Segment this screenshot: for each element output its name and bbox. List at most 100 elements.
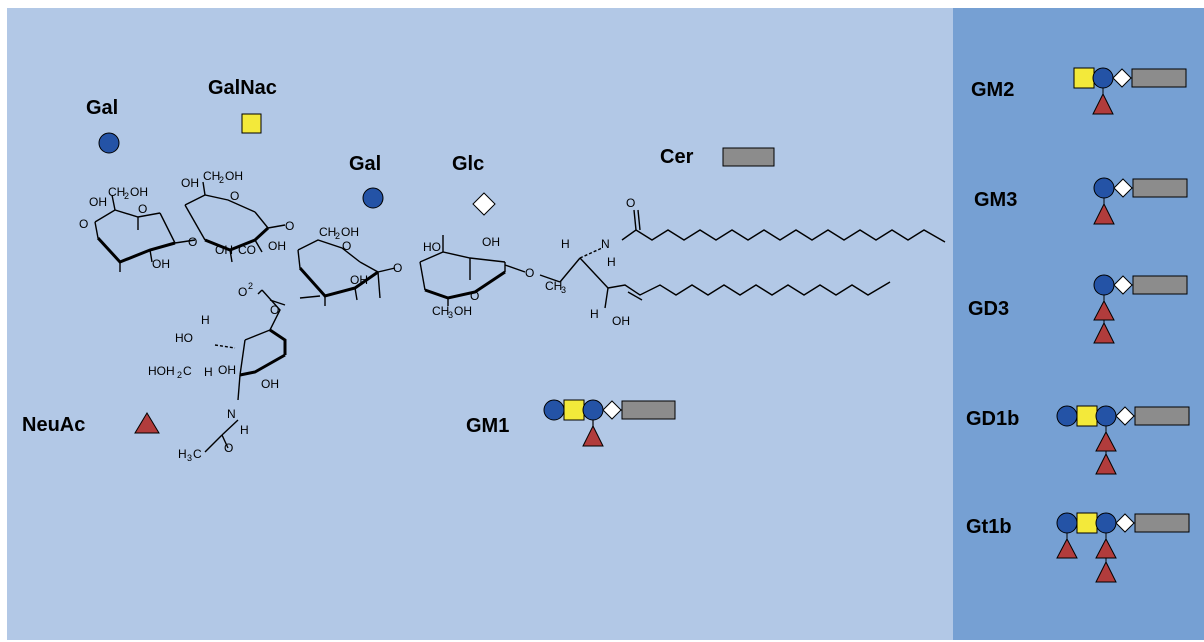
svg-text:CO: CO [238,243,256,257]
svg-text:2: 2 [124,191,129,201]
gm1-glycan-glyph [543,399,676,447]
cer-rect-icon [1132,275,1188,295]
gd1b-glycan-glyph [1056,405,1190,475]
side-label-gd3: GD3 [968,298,1009,320]
glc-diamond-icon [1115,513,1135,533]
svg-text:OH: OH [218,363,236,377]
svg-text:H: H [590,307,599,321]
svg-text:O: O [230,189,239,203]
svg-text:3: 3 [561,285,566,295]
gal-circle-icon [1056,512,1078,534]
svg-text:3: 3 [448,310,453,320]
legend-glc-label: Glc [452,153,484,175]
svg-text:2: 2 [219,175,224,185]
gt1b-glycan-glyph [1056,512,1190,583]
svg-text:O: O [270,303,279,317]
svg-text:O: O [79,217,88,231]
gal-circle-icon [362,187,384,209]
svg-text:H: H [240,423,249,437]
svg-text:O: O [626,196,635,210]
neuac-triangle-icon [1093,299,1115,321]
svg-text:OH: OH [89,195,107,209]
svg-text:H: H [204,365,213,379]
svg-text:CH: CH [108,185,125,199]
glc-diamond-icon [1113,178,1133,198]
neuac-triangle-icon [1093,202,1115,225]
cer-rect-icon [722,147,775,167]
svg-text:OH: OH [612,314,630,328]
galnac-square-icon [1076,512,1098,534]
svg-text:O: O [238,285,247,299]
glc-diamond-icon [1115,406,1135,426]
svg-text:CH: CH [432,304,449,318]
cer-rect-icon [1131,68,1187,88]
svg-text:OH: OH [181,176,199,190]
svg-text:HOH: HOH [148,364,175,378]
neuac-triangle-icon [1095,537,1117,559]
gal-circle-icon [1095,512,1117,534]
svg-text:OH: OH [261,377,279,391]
neuac-triangle-icon [1095,452,1117,475]
svg-text:H: H [607,255,616,269]
gm1-label: GM1 [466,415,509,437]
side-label-gm3: GM3 [974,189,1017,211]
svg-text:O: O [188,235,197,249]
neuac-triangle-icon [1056,537,1078,559]
svg-text:N: N [601,237,610,251]
svg-text:C: C [183,364,192,378]
legend-gal-mid-label: Gal [349,153,381,175]
svg-text:2: 2 [177,370,182,380]
side-label-gt1b: Gt1b [966,516,1012,538]
svg-text:OH: OH [152,257,170,271]
cer-rect-icon [621,400,676,420]
svg-text:O: O [470,289,479,303]
ganglioside-series-panel [953,8,1204,640]
galnac-square-icon [563,399,585,421]
svg-text:O: O [342,239,351,253]
svg-text:CH: CH [319,225,336,239]
svg-text:OH: OH [482,235,500,249]
glc-diamond-icon [472,192,496,216]
svg-text:N: N [227,407,236,421]
gm1-chemical-structure [94,181,946,453]
gal-circle-icon [1093,177,1115,199]
neuac-triangle-icon [134,412,160,434]
svg-text:HO: HO [175,331,193,345]
legend-gal-top-label: Gal [86,97,118,119]
svg-text:O: O [224,441,233,455]
neuac-triangle-icon [1095,430,1117,452]
neuac-triangle-icon [582,424,604,447]
legend-galnac-label: GalNac [208,77,277,99]
svg-text:H: H [201,313,210,327]
svg-text:CH: CH [545,279,562,293]
gal-circle-icon [1056,405,1078,427]
glc-diamond-icon [602,400,622,420]
svg-text:O: O [285,219,294,233]
svg-text:OH: OH [454,304,472,318]
gal-circle-icon [98,132,120,154]
gal-circle-icon [1095,405,1117,427]
legend-cer-label: Cer [660,146,694,168]
gal-circle-icon [1093,274,1115,296]
svg-text:HO: HO [423,240,441,254]
svg-text:O: O [138,202,147,216]
svg-text:2: 2 [335,231,340,241]
svg-text:C: C [193,447,202,461]
svg-text:H: H [561,237,570,251]
atom-labels: OH CH 2 OH O O OH O OH CH 2 OH O OH CO O… [79,169,635,463]
svg-text:O: O [525,266,534,280]
cer-rect-icon [1132,178,1188,198]
gm2-glycan-glyph [1073,67,1187,115]
svg-text:OH: OH [215,243,233,257]
neuac-triangle-icon [1093,321,1115,344]
gal-circle-icon [1092,67,1114,89]
cer-rect-icon [1134,513,1190,533]
cer-rect-icon [1134,406,1190,426]
svg-text:3: 3 [187,453,192,463]
svg-text:H: H [178,447,187,461]
side-label-gm2: GM2 [971,79,1014,101]
svg-text:OH: OH [130,185,148,199]
gd3-glycan-glyph [1093,274,1188,344]
svg-text:OH: OH [341,225,359,239]
